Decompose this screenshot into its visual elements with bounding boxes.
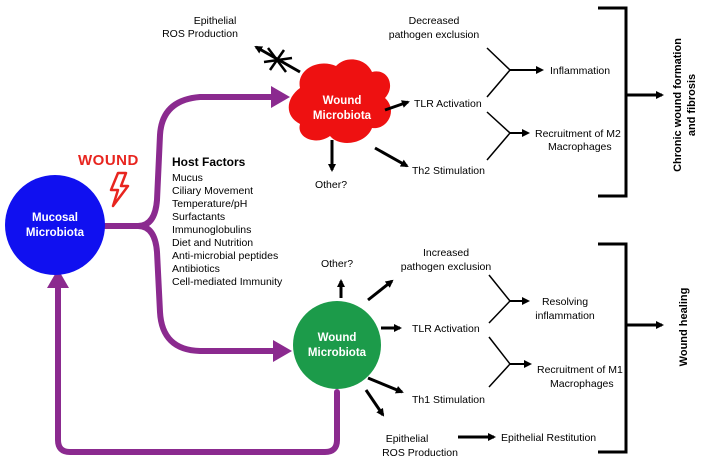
host-factor-item: Mucus: [172, 172, 203, 184]
top-bracket-label: Chronic wound formation and fibrosis: [672, 38, 698, 172]
mucosal-label-2: Microbiota: [26, 227, 85, 239]
lightning-icon: [109, 171, 130, 208]
bottom-connectors: [488, 274, 511, 388]
arrow-to-bottom-epithelial-ros: [364, 389, 385, 417]
bottom-epithelial-ros-2: ROS Production: [382, 447, 458, 459]
blocked-icon: [263, 47, 293, 73]
mucosal-circle: [5, 175, 105, 275]
bottom-bracket-label: Wound healing: [678, 288, 690, 367]
top-tlr-label: TLR Activation: [414, 98, 482, 110]
top-connector-arrows: [510, 66, 544, 137]
top-outcome-m2-2: Macrophages: [548, 141, 612, 153]
path-to-bottom-wound: [100, 223, 281, 354]
host-factor-item: Antibiotics: [172, 263, 220, 275]
top-other-label: Other?: [315, 179, 347, 191]
bottom-other-label: Other?: [321, 258, 353, 270]
bottom-outcome-m1-2: Macrophages: [550, 378, 614, 390]
bottom-arrows: [337, 279, 496, 441]
arrow-to-bottom-th1: [367, 376, 404, 394]
host-factors-title: Host Factors: [172, 155, 246, 169]
bottom-outcome-resolving-1: Resolving: [542, 296, 588, 308]
host-factor-item: Diet and Nutrition: [172, 237, 253, 249]
path-feedback-loop: [55, 279, 340, 455]
host-factor-item: Surfactants: [172, 211, 225, 223]
top-wound-label-2: Microbiota: [313, 110, 372, 122]
arrow-to-top-tlr: [384, 100, 410, 112]
top-epithelial-ros-1: Epithelial: [194, 15, 237, 27]
top-wound-blob: [288, 59, 391, 143]
mucosal-microbiota-node: Mucosal Microbiota: [5, 175, 105, 275]
top-bracket-label-2: and fibrosis: [686, 74, 698, 136]
arrow-to-top-th2: [374, 146, 409, 168]
top-connectors: [486, 47, 512, 161]
host-factor-item: Anti-microbial peptides: [172, 250, 278, 262]
pathway-arrows: [55, 94, 340, 455]
host-factor-item: Cell-mediated Immunity: [172, 276, 283, 288]
top-pathogen-2: pathogen exclusion: [389, 29, 480, 41]
top-outcome-inflammation: Inflammation: [550, 65, 610, 77]
top-outcome-m2-1: Recruitment of M2: [535, 128, 621, 140]
top-wound-node: Wound Microbiota: [288, 59, 391, 143]
bottom-bracket: [598, 242, 628, 454]
bottom-tlr-label: TLR Activation: [412, 323, 480, 335]
top-pathogen-1: Decreased: [409, 15, 460, 27]
host-factors: Host Factors Mucus Ciliary Movement Temp…: [172, 155, 283, 288]
bottom-outcome-m1-1: Recruitment of M1: [537, 364, 623, 376]
bottom-wound-label-1: Wound: [318, 332, 357, 344]
bottom-outcome-resolving-2: inflammation: [535, 310, 595, 322]
bottom-connector-arrows: [510, 297, 532, 368]
pathway-arrowheads: [47, 86, 292, 362]
top-epithelial-ros-2: ROS Production: [162, 28, 238, 40]
bottom-pathogen-1: Increased: [423, 247, 469, 259]
wound-label: WOUND: [78, 152, 139, 169]
mucosal-label-1: Mucosal: [32, 212, 78, 224]
top-bracket-label-1: Chronic wound formation: [672, 38, 684, 172]
bottom-pathogen-2: pathogen exclusion: [401, 261, 492, 273]
top-bracket: [598, 6, 628, 198]
host-factor-item: Temperature/pH: [172, 198, 247, 210]
host-factor-item: Ciliary Movement: [172, 185, 253, 197]
arrow-to-bottom-pathogen: [367, 279, 394, 302]
bottom-wound-circle: [293, 301, 381, 389]
bottom-epithelial-ros-1: Epithelial: [386, 433, 429, 445]
top-wound-label-1: Wound: [323, 95, 362, 107]
host-factor-item: Immunoglobulins: [172, 224, 251, 236]
top-th2-label: Th2 Stimulation: [412, 165, 485, 177]
bottom-th1-label: Th1 Stimulation: [412, 394, 485, 406]
bottom-restitution-label: Epithelial Restitution: [501, 432, 596, 444]
bottom-wound-node: Wound Microbiota: [293, 301, 381, 389]
bottom-wound-label-2: Microbiota: [308, 347, 367, 359]
